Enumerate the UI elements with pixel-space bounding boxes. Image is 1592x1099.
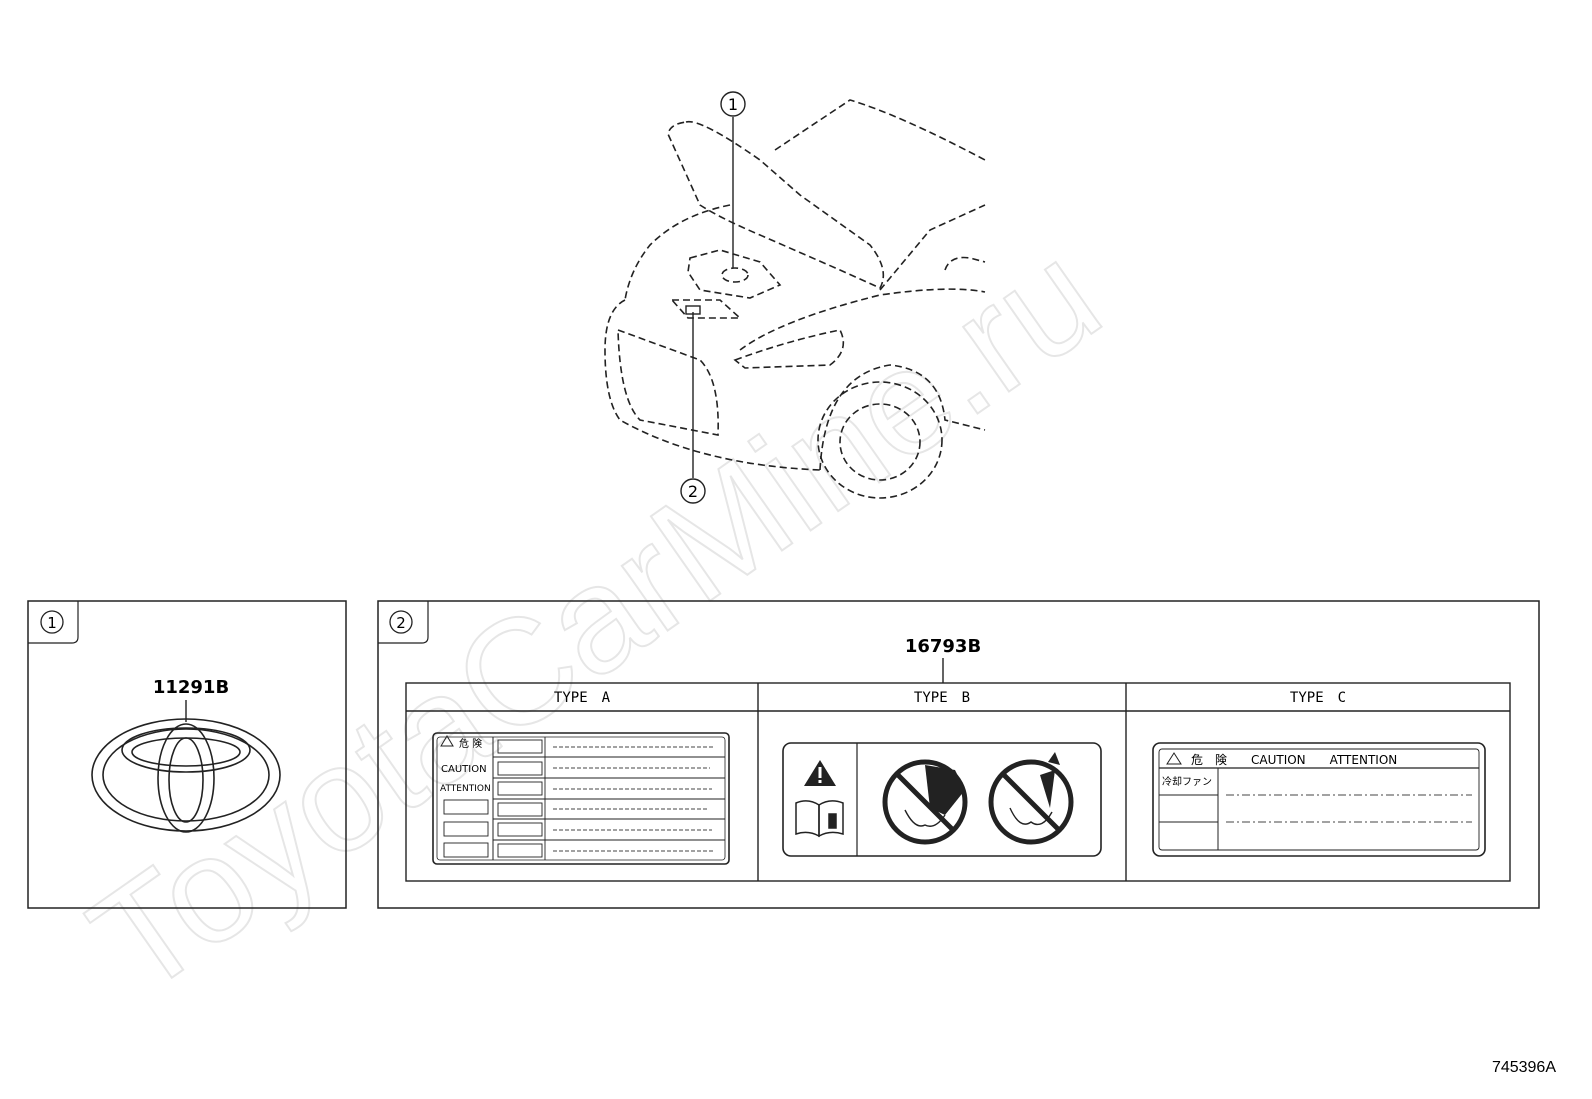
type-b-header: TYPE B bbox=[914, 690, 970, 706]
warning-triangle-icon bbox=[1166, 752, 1182, 765]
panel-2: 2 16793B TYPE A TYPE B TYPE C 危 険 CAUTIO… bbox=[377, 600, 1540, 909]
grille bbox=[617, 328, 719, 436]
type-c-header: TYPE C bbox=[1290, 690, 1346, 706]
car-illustration bbox=[604, 99, 986, 499]
type-table bbox=[405, 682, 1511, 882]
engine-bay bbox=[624, 204, 731, 301]
type-a-kiken: 危 険 bbox=[459, 738, 482, 750]
drawing-number: 745396A bbox=[1492, 1059, 1556, 1076]
part-number-16793B: 16793B bbox=[905, 636, 981, 657]
engine-cover bbox=[687, 249, 782, 299]
toyota-emblem-icon bbox=[91, 718, 281, 833]
front-face bbox=[604, 299, 821, 471]
warning-triangle-icon bbox=[440, 735, 454, 747]
callout-leaders bbox=[685, 117, 734, 478]
hood bbox=[667, 120, 885, 290]
callout-2-label: 2 bbox=[688, 482, 698, 501]
type-c-label: 危 険 CAUTION ATTENTION 冷却ファン bbox=[1152, 742, 1486, 857]
callout-1-label: 1 bbox=[728, 95, 738, 114]
a-pillar bbox=[879, 204, 986, 291]
radiator-support bbox=[670, 299, 743, 319]
no-tool-fan-icon bbox=[988, 752, 1074, 845]
no-hand-fan-icon bbox=[882, 759, 968, 845]
type-a-caution: CAUTION bbox=[441, 764, 487, 775]
panel-1: 1 11291B bbox=[27, 600, 347, 909]
type-a-attention: ATTENTION bbox=[440, 784, 491, 794]
type-c-header-text: 危 険 CAUTION ATTENTION bbox=[1191, 753, 1397, 767]
panel-1-callout: 1 bbox=[47, 614, 57, 632]
callout-2: 2 bbox=[680, 478, 706, 504]
watermark: ToyotaCarMine.ru bbox=[62, 210, 1128, 1027]
callout-1: 1 bbox=[720, 91, 746, 117]
type-a-label: 危 険 CAUTION ATTENTION bbox=[432, 732, 730, 865]
manual-book-icon bbox=[795, 800, 844, 838]
windshield bbox=[774, 99, 986, 161]
type-b-label bbox=[782, 742, 1102, 857]
wheel-inner bbox=[839, 403, 921, 481]
wheel-outer bbox=[817, 381, 943, 499]
type-c-row1-label: 冷却ファン bbox=[1162, 775, 1212, 788]
side-window bbox=[944, 256, 986, 271]
part-number-11291B: 11291B bbox=[153, 677, 229, 698]
panel-2-callout: 2 bbox=[396, 614, 406, 632]
warning-triangle-icon bbox=[804, 760, 836, 786]
type-a-header: TYPE A bbox=[554, 690, 611, 706]
emblem-spot bbox=[721, 267, 749, 283]
wheel-arch bbox=[819, 364, 986, 471]
